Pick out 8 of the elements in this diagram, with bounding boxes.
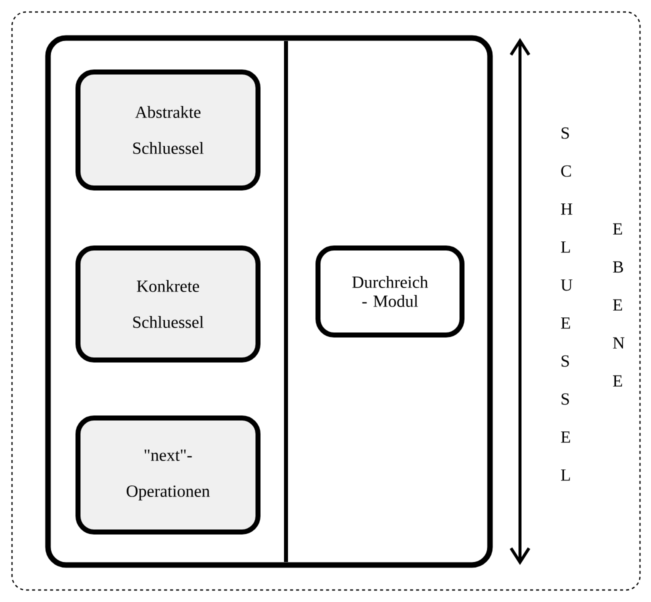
module-box — [45, 35, 493, 568]
process-box: "next"- Operationen — [76, 415, 260, 534]
process-box: Konkrete Schluessel — [76, 245, 260, 362]
process-box: Abstrakte Schluessel — [76, 70, 260, 190]
process-box: Durchreich - Modul — [316, 245, 464, 338]
vertical-label: S C H L U E S S E L — [560, 127, 572, 481]
vertical-label: E B E N E — [612, 223, 624, 387]
dashed-frame — [11, 11, 641, 591]
